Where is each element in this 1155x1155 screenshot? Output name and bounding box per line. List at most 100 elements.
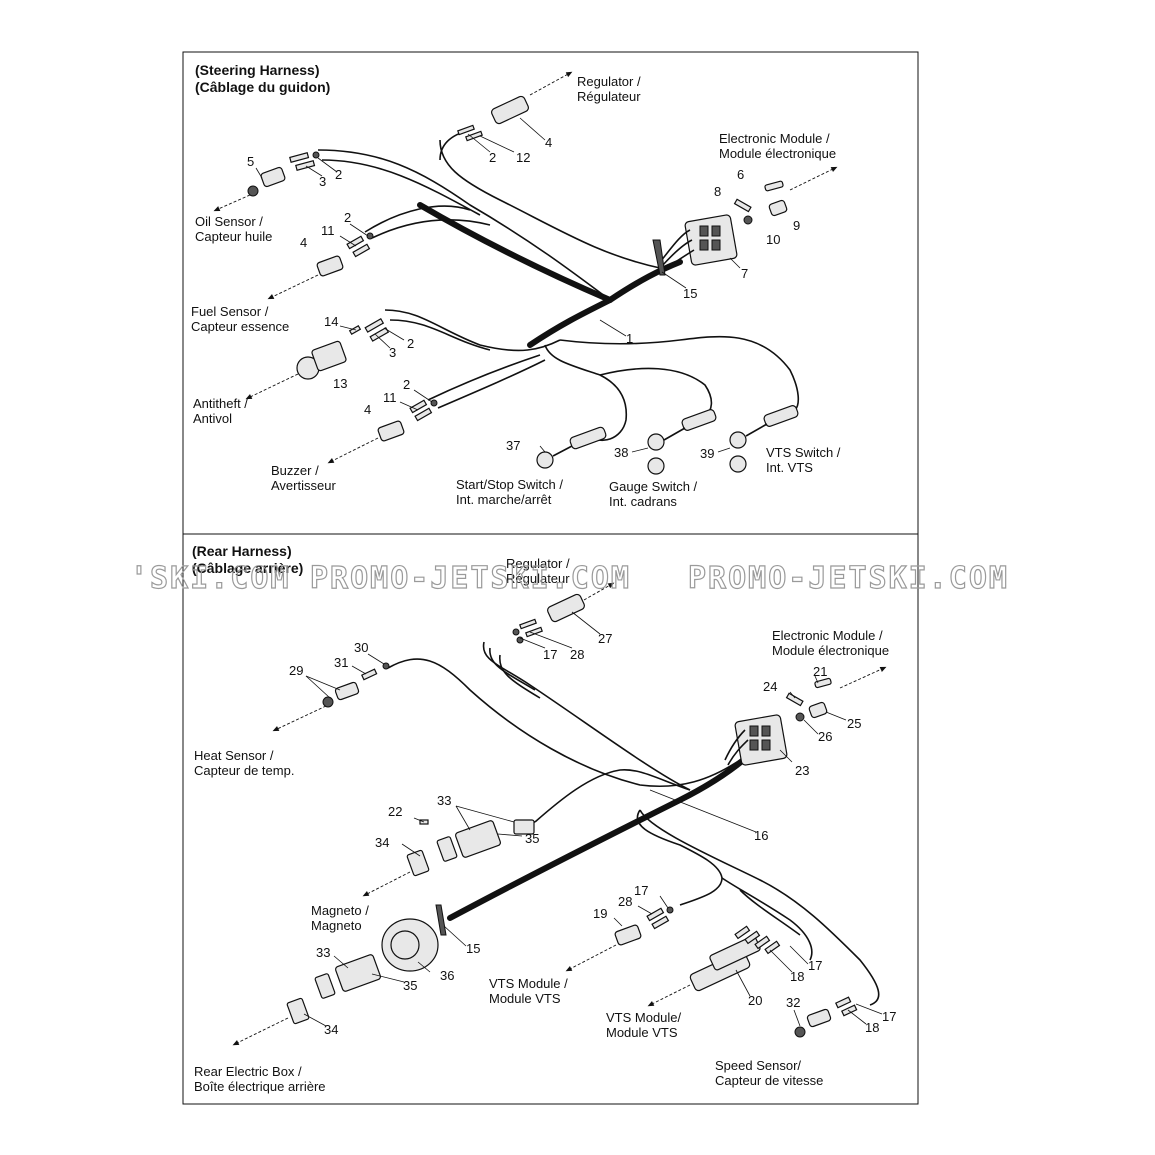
rear-regulator-connector — [512, 593, 585, 644]
part-number: 15 — [466, 941, 480, 956]
part-number: 36 — [440, 968, 454, 983]
rear-panel-frame — [182, 533, 919, 1105]
part-number: 13 — [333, 376, 347, 391]
rear-electronic-module-connector — [724, 677, 832, 766]
part-number: 27 — [598, 631, 612, 646]
buzzer-label-fr: Avertisseur — [271, 478, 336, 493]
part-number: 17 — [882, 1009, 896, 1024]
antitheft-label-fr: Antivol — [193, 411, 232, 426]
vts-module-1-label-en: VTS Module / — [489, 976, 568, 991]
antitheft-connector — [296, 317, 390, 380]
speed-sensor-connector — [794, 996, 858, 1038]
regulator-label-fr: Régulateur — [577, 89, 641, 104]
part-number: 31 — [334, 655, 348, 670]
part-number: 11 — [321, 223, 335, 238]
rear-leader-lines — [303, 611, 883, 1027]
rear-regulator-label-en: Regulator / — [506, 556, 570, 571]
part-number: 23 — [795, 763, 809, 778]
antitheft-label-en: Antitheft / — [193, 396, 248, 411]
part-number: 4 — [545, 135, 552, 150]
vts-module-connector — [614, 906, 674, 946]
magneto-connector — [406, 819, 535, 877]
start-stop-label-fr: Int. marche/arrêt — [456, 492, 552, 507]
rear-electric-box-connector — [286, 904, 447, 1025]
part-number: 24 — [763, 679, 777, 694]
part-number: 30 — [354, 640, 368, 655]
part-number: 2 — [335, 167, 342, 182]
gauge-switch — [647, 409, 717, 475]
emodule-label-fr: Module électronique — [719, 146, 836, 161]
watermark-left: 'SKI.COM — [130, 561, 291, 596]
part-number: 35 — [525, 831, 539, 846]
fuel-sensor-label-fr: Capteur essence — [191, 319, 289, 334]
part-number: 32 — [786, 995, 800, 1010]
vts-switch-label-en: VTS Switch / — [766, 445, 841, 460]
steering-part-numbers: 5 3 2 4 2 12 6 8 9 10 7 15 2 11 4 1 14 3… — [247, 135, 800, 461]
part-number: 2 — [344, 210, 351, 225]
part-number: 5 — [247, 154, 254, 169]
heat-sensor-label-en: Heat Sensor / — [194, 748, 274, 763]
part-number: 28 — [570, 647, 584, 662]
magneto-label-fr: Magneto — [311, 918, 362, 933]
part-number: 33 — [437, 793, 451, 808]
part-number: 17 — [634, 883, 648, 898]
rear-box-label-en: Rear Electric Box / — [194, 1064, 302, 1079]
part-number: 18 — [865, 1020, 879, 1035]
part-number: 9 — [793, 218, 800, 233]
speed-sensor-label-fr: Capteur de vitesse — [715, 1073, 823, 1088]
regulator-connector — [457, 95, 529, 142]
rear-title-fr: (Câblage arrière) — [192, 560, 303, 576]
part-number: 4 — [300, 235, 307, 250]
vts-module-2-label-en: VTS Module/ — [606, 1010, 682, 1025]
part-number: 1 — [626, 331, 633, 346]
part-number: 26 — [818, 729, 832, 744]
part-number: 39 — [700, 446, 714, 461]
oil-sensor-label-en: Oil Sensor / — [195, 214, 263, 229]
vts-module-2-label-fr: Module VTS — [606, 1025, 678, 1040]
steering-harness-trunk — [317, 129, 800, 441]
part-number: 6 — [737, 167, 744, 182]
part-number: 2 — [489, 150, 496, 165]
part-number: 35 — [403, 978, 417, 993]
part-number: 3 — [319, 174, 326, 189]
heat-sensor-label-fr: Capteur de temp. — [194, 763, 294, 778]
watermark-middle: PROMO-JETSKI.COM — [310, 561, 631, 596]
emodule-label-en: Electronic Module / — [719, 131, 830, 146]
part-number: 17 — [543, 647, 557, 662]
part-number: 19 — [593, 906, 607, 921]
vts-switch-label-fr: Int. VTS — [766, 460, 813, 475]
watermark-right: PROMO-JETSKI.COM — [688, 561, 1009, 596]
vts-switch — [729, 405, 799, 473]
part-number: 2 — [403, 377, 410, 392]
buzzer-label-en: Buzzer / — [271, 463, 319, 478]
electronic-module-connector — [652, 180, 788, 276]
fuel-sensor-label-en: Fuel Sensor / — [191, 304, 269, 319]
steering-title-fr: (Câblage du guidon) — [195, 79, 330, 95]
part-number: 25 — [847, 716, 861, 731]
steering-leader-lines — [255, 117, 741, 453]
oil-sensor-connector — [247, 151, 320, 197]
part-number: 21 — [813, 664, 827, 679]
vts-module-multi-connector — [689, 925, 781, 992]
part-number: 18 — [790, 969, 804, 984]
part-number: 28 — [618, 894, 632, 909]
rear-emodule-label-fr: Module électronique — [772, 643, 889, 658]
part-number: 14 — [324, 314, 338, 329]
rear-emodule-label-en: Electronic Module / — [772, 628, 883, 643]
part-number: 20 — [748, 993, 762, 1008]
part-number: 34 — [324, 1022, 338, 1037]
gauge-switch-label-fr: Int. cadrans — [609, 494, 677, 509]
magneto-label-en: Magneto / — [311, 903, 369, 918]
part-number: 15 — [683, 286, 697, 301]
part-number: 37 — [506, 438, 520, 453]
gauge-switch-label-en: Gauge Switch / — [609, 479, 698, 494]
part-number: 38 — [614, 445, 628, 460]
fuel-sensor-connector — [316, 232, 374, 277]
part-number: 2 — [407, 336, 414, 351]
rear-title-en: (Rear Harness) — [192, 543, 292, 559]
part-number: 7 — [741, 266, 748, 281]
part-number: 12 — [516, 150, 530, 165]
oil-sensor-label-fr: Capteur huile — [195, 229, 272, 244]
steering-title-en: (Steering Harness) — [195, 62, 319, 78]
